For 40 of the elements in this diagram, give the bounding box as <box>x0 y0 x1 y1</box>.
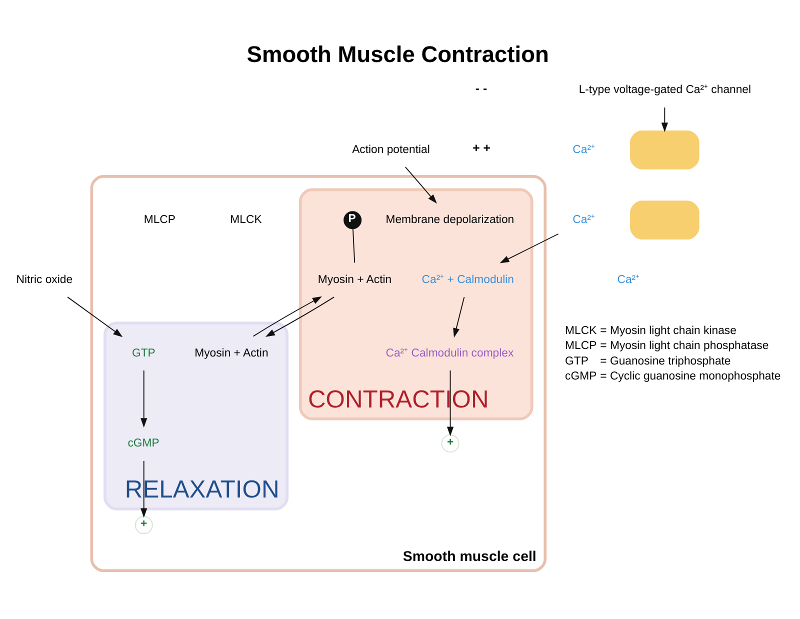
node-text: Ca²⁺ + Calmodulin <box>422 274 514 286</box>
node-text: cGMP <box>128 437 160 450</box>
node-text: GTP <box>132 347 156 360</box>
label: cGMP <box>565 370 597 383</box>
node-circle: + <box>441 434 460 453</box>
connector <box>352 228 356 264</box>
node-text: MLCP <box>144 214 176 226</box>
arrow <box>265 296 335 337</box>
node-text: L-type voltage-gated Ca²⁺ channel <box>578 84 752 96</box>
label: = Myosin light chain kinase <box>600 325 736 338</box>
node-box <box>630 130 700 170</box>
arrow <box>661 107 668 132</box>
node-text: Myosin + Actin <box>318 274 392 286</box>
arrow <box>500 233 559 264</box>
label: MLCK <box>565 325 597 338</box>
arrow <box>252 296 322 337</box>
arrow <box>404 166 437 204</box>
node-text: Action potential <box>352 144 430 156</box>
label: - - <box>475 81 488 96</box>
node-box <box>630 200 700 240</box>
arrow <box>140 370 148 428</box>
label: = Cyclic guanosine monophosphate <box>600 370 781 383</box>
label: = Myosin light chain phosphatase <box>600 340 769 352</box>
node-text: Membrane depolarization <box>386 214 514 226</box>
node-circle: P <box>344 211 362 230</box>
node-text: Ca²⁺ <box>572 214 595 226</box>
arrow <box>67 296 123 338</box>
label: GTP <box>565 355 588 368</box>
node-text: Ca²⁺ <box>617 274 640 286</box>
diagram-title: Smooth Muscle Contraction <box>246 40 549 67</box>
label: + + <box>472 141 490 156</box>
arrow <box>453 296 465 338</box>
node-text: MLCK <box>230 214 262 226</box>
label: MLCP <box>565 340 597 352</box>
node-text: Ca²⁺ Calmodulin complex <box>386 347 514 360</box>
node-text: Ca²⁺ <box>572 144 595 156</box>
label: = Guanosine triphosphate <box>600 355 731 368</box>
node-text: Nitric oxide <box>16 274 73 286</box>
node-text: Myosin + Actin <box>194 347 268 360</box>
node-circle: + <box>134 516 153 534</box>
